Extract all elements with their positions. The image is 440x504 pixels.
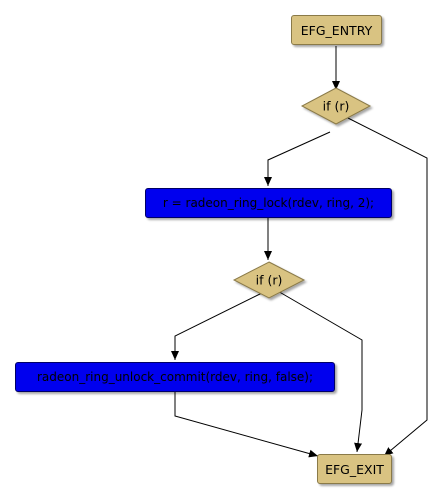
statement-lock-label: r = radeon_ring_lock(rdev, ring, 2); xyxy=(162,196,375,210)
decision-cond2 xyxy=(232,261,306,299)
statement-unlock-label: radeon_ring_unlock_commit(rdev, ring, fa… xyxy=(36,370,314,384)
exit-node: EFG_EXIT xyxy=(317,454,392,484)
edge-cond1-to-stmt1 xyxy=(264,131,331,186)
edge-cond2-to-stmt2 xyxy=(171,291,265,360)
edge-cond1-to-exit xyxy=(343,115,428,457)
cond2-label: if (r) xyxy=(255,272,283,288)
statement-node-unlock: radeon_ring_unlock_commit(rdev, ring, fa… xyxy=(15,362,335,392)
edges xyxy=(171,46,428,458)
edge-cond2-to-exit xyxy=(275,289,363,453)
edge-stmt2-to-exit xyxy=(174,392,319,458)
statement-node-lock: r = radeon_ring_lock(rdev, ring, 2); xyxy=(145,188,392,218)
exit-label: EFG_EXIT xyxy=(325,461,384,477)
decision-cond1 xyxy=(300,87,372,125)
entry-label: EFG_ENTRY xyxy=(300,22,373,38)
cond1-label: if (r) xyxy=(322,98,350,114)
entry-node: EFG_ENTRY xyxy=(291,15,382,45)
